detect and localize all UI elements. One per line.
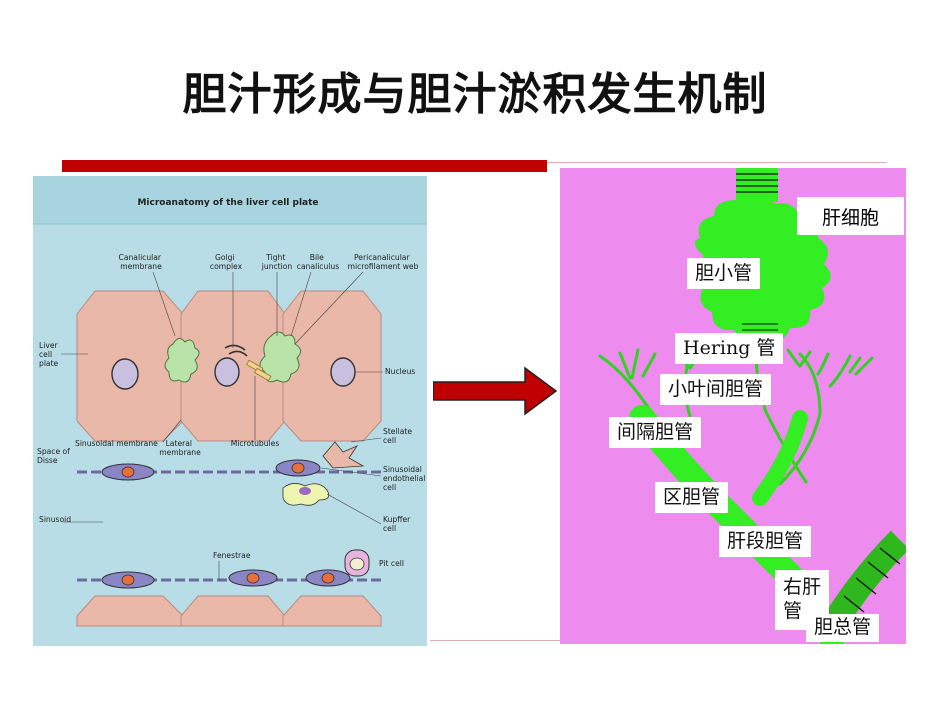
label-fenestrae: Fenestrae (213, 551, 251, 560)
label-space-of-disse: Space of Disse (37, 447, 72, 465)
nucleus (112, 359, 138, 389)
label-sinusoid: Sinusoid (39, 515, 71, 524)
stellate-cell (323, 442, 363, 468)
nucleus (215, 358, 239, 386)
label-sinusoidal-endothelial: Sinusoidal endothelial cell (383, 465, 427, 492)
label-pit-cell: Pit cell (379, 559, 404, 568)
label-tight-junction: Tight junction (261, 253, 293, 271)
label-nucleus: Nucleus (385, 367, 415, 376)
label-septal: 间隔胆管 (609, 417, 701, 448)
label-interlobular: 小叶间胆管 (660, 374, 771, 405)
label-microtubules: Microtubules (231, 439, 280, 448)
label-kupffer: Kupffer cell (383, 515, 413, 533)
label-bile-canaliculus: Bile canaliculus (297, 253, 339, 271)
figure-title: Microanatomy of the liver cell plate (137, 198, 318, 208)
arrow-right-icon (433, 366, 558, 416)
label-segmental: 肝段胆管 (719, 526, 811, 557)
liver-cell-plate-figure: Microanatomy of the liver cell plate (33, 176, 427, 646)
page-title: 胆汁形成与胆汁淤积发生机制 (0, 58, 950, 122)
biliary-tree-figure (560, 168, 906, 644)
label-lateral-membrane: Lateral membrane (159, 439, 201, 457)
label-liver-cell-plate: Liver cell plate (39, 341, 60, 368)
nucleus (331, 358, 355, 386)
label-canalicular: Canalicular membrane (119, 253, 164, 271)
label-area-duct: 区胆管 (655, 482, 728, 513)
label-pericanalicular: Pericanalicular microfilament web (348, 253, 419, 271)
accent-bar (62, 160, 547, 172)
label-sinusoidal-membrane: Sinusoidal membrane (75, 439, 158, 448)
label-hepatocyte: 肝细胞 (797, 197, 904, 235)
label-stellate: Stellate cell (383, 427, 414, 445)
label-common-bile: 胆总管 (806, 614, 879, 642)
top-stalk (736, 168, 778, 202)
label-bile-canaliculi: 胆小管 (687, 258, 760, 289)
label-hering: Hering 管 (675, 333, 783, 364)
label-golgi: Golgi complex (210, 253, 243, 271)
divider-line (547, 162, 887, 163)
